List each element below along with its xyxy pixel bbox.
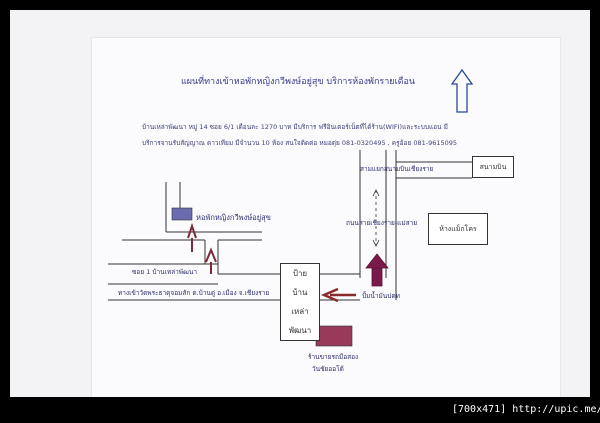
contact-line: บริการจานรับสัญญาณ ดาวเทียม มีจำนวน 10 ห… [142, 139, 458, 147]
north-arrow-icon [450, 68, 474, 113]
start-marker-icon [365, 253, 389, 287]
route-arrow-icon [205, 247, 217, 274]
dorm-building-icon [171, 207, 193, 221]
dorm-label: หอพักหญิงกวีพงษ์อยู่สุข [196, 213, 271, 222]
airport-junction-label: สามแยกสนามบินเชียงราย [360, 165, 434, 173]
sign-line: บ้าน [292, 288, 308, 297]
shop-label-2: วันชัยออโต้ [312, 365, 344, 373]
shop-label: ร้านขายรถมือสอง [308, 353, 359, 361]
village-sign: ป้าย บ้าน เหล่า พัฒนา [280, 263, 320, 341]
temple-road-label: ทางเข้าวัดพระธาตุจอมสัก ต.บ้านดู่ อ.เมือ… [118, 289, 270, 297]
sign-line: ป้าย [292, 269, 308, 278]
map-title: แผนที่ทางเข้าหอพักหญิงกวีพงษ์อยู่สุข บริ… [180, 77, 416, 87]
gas-station-label: ปั้มน้ำมันปตท [362, 292, 400, 300]
soi-label: ซอย 1 บ้านเหล่าพัฒนา [132, 268, 197, 276]
sign-line: เหล่า [291, 307, 309, 316]
highway-divider-arrow-icon [372, 189, 380, 247]
makro-box: ห้างแม็กโคร [428, 213, 488, 245]
airport-box: สนามบิน [472, 156, 514, 178]
address-line: บ้านเหล่าพัฒนา หมู่ 14 ซอย 6/1 เดือนละ 1… [142, 123, 448, 131]
highway-label: ถนนสายเชียงราย-แม่สาย [346, 219, 418, 227]
sign-line: พัฒนา [288, 326, 312, 335]
image-credit: [700x471] http://upic.me/ [452, 404, 600, 415]
route-arrow-icon [187, 222, 197, 252]
route-arrow-icon [320, 287, 356, 303]
shop-marker [315, 325, 353, 347]
